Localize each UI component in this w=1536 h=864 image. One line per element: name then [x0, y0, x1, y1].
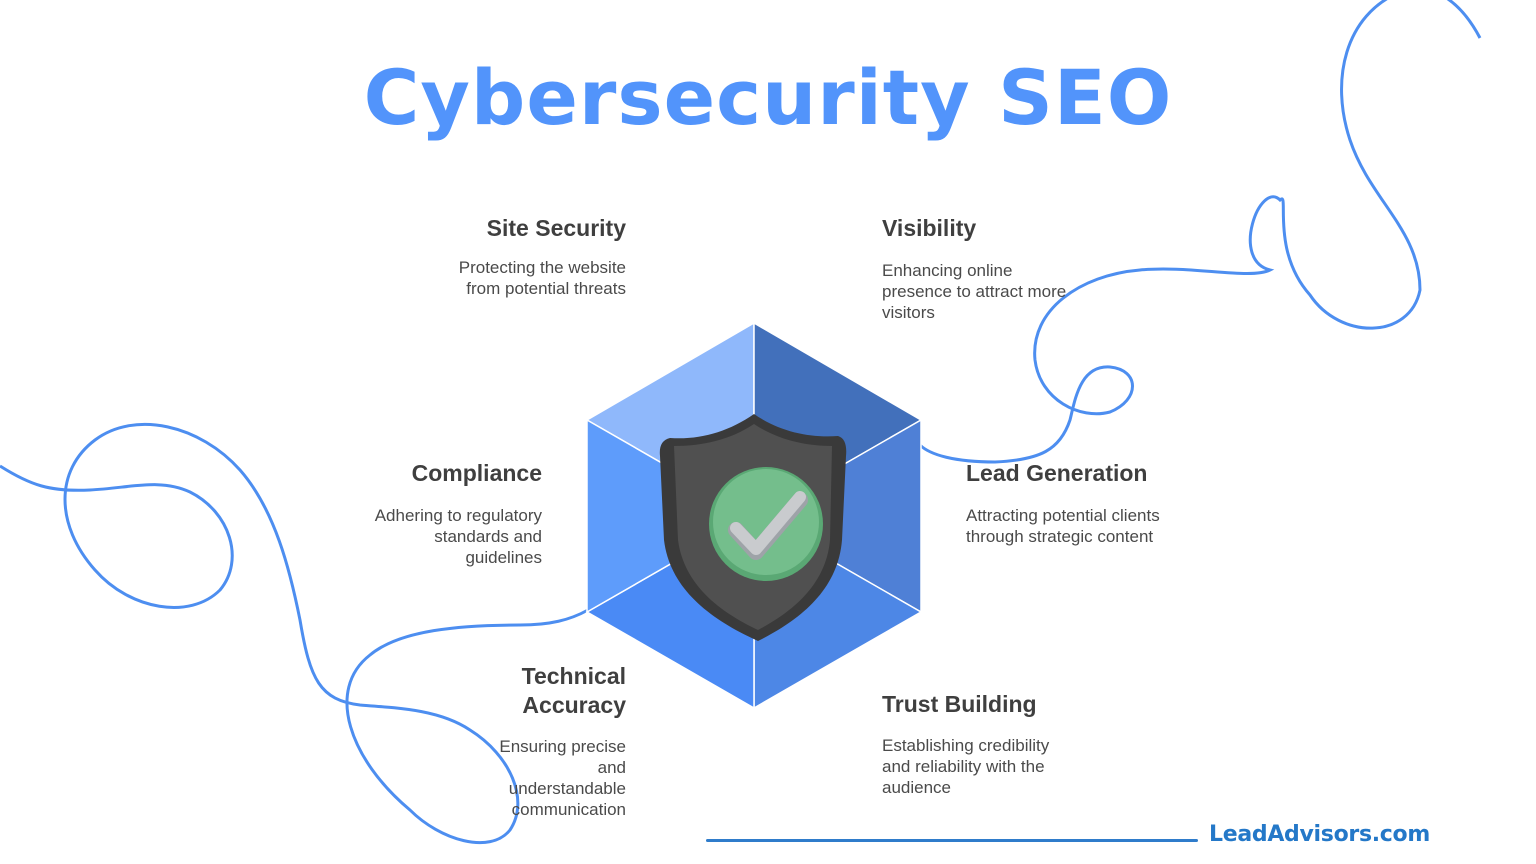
item-description: Ensuring precise and understandable comm… — [499, 737, 626, 819]
item-description: Attracting potential clients through str… — [966, 506, 1160, 546]
page-title: Cybersecurity SEO — [363, 53, 1173, 142]
footer-brand-link[interactable]: LeadAdvisors.com — [1209, 822, 1430, 847]
item-description: Protecting the website from potential th… — [458, 258, 626, 298]
item-description: Adhering to regulatory standards and gui… — [374, 506, 542, 567]
item-description: Establishing credibility and reliability… — [882, 736, 1050, 797]
item-visibility: Visibility Enhancing online presence to … — [882, 214, 1082, 323]
item-lead-generation: Lead Generation Attracting potential cli… — [966, 459, 1166, 547]
item-title: Site Security — [486, 215, 626, 241]
item-description: Enhancing online presence to attract mor… — [882, 261, 1067, 322]
item-compliance: Compliance Adhering to regulatory standa… — [350, 459, 542, 568]
item-title: Compliance — [411, 460, 542, 486]
item-site-security: Site Security Protecting the website fro… — [420, 214, 626, 299]
item-technical-accuracy: Technical Accuracy Ensuring precise and … — [440, 662, 626, 820]
item-title: Trust Building — [882, 691, 1037, 717]
footer-divider — [706, 839, 1198, 842]
left-squiggle-curve — [0, 422, 589, 845]
item-title: Technical Accuracy — [521, 663, 626, 718]
right-squiggle-curve — [918, 0, 1482, 464]
shield-check-icon — [659, 414, 847, 641]
item-trust-building: Trust Building Establishing credibility … — [882, 690, 1072, 798]
item-title: Lead Generation — [966, 460, 1148, 486]
item-title: Visibility — [882, 215, 977, 241]
